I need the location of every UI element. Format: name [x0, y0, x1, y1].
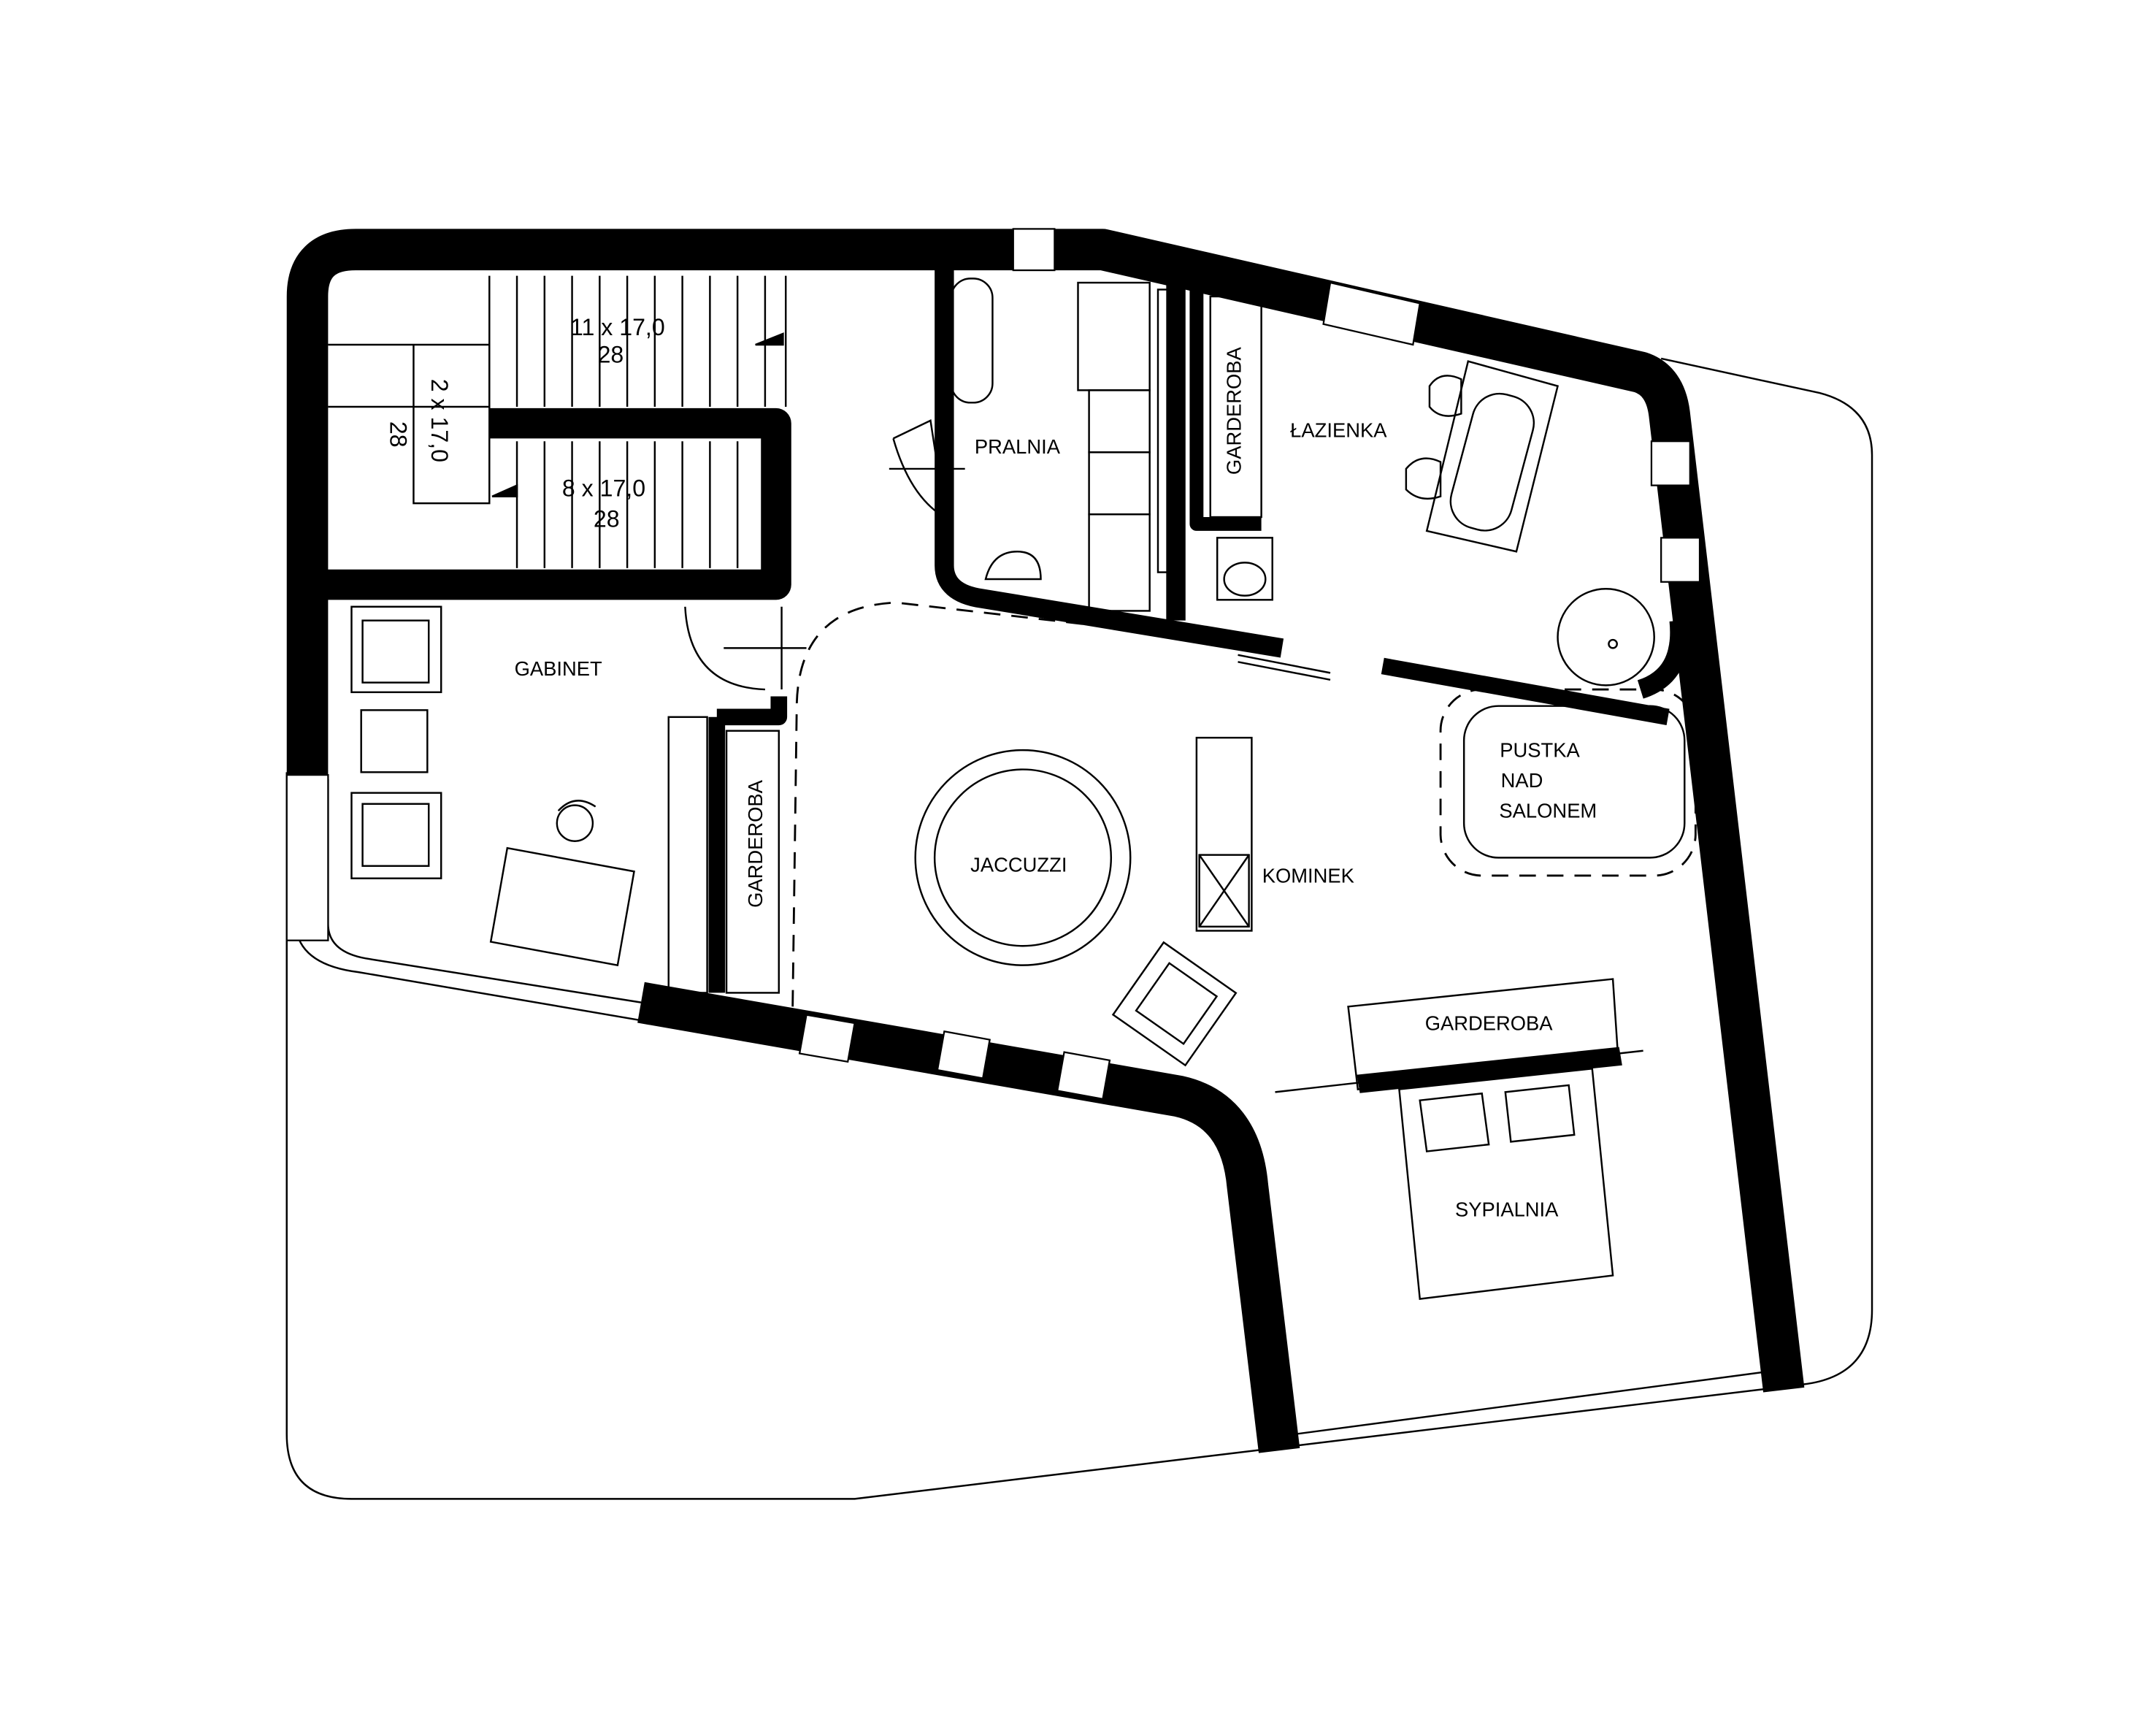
- jacuzzi-outer: [914, 749, 1132, 966]
- terrace-outline: [285, 357, 1873, 1500]
- study-furniture: [350, 605, 780, 994]
- stair-lower-tread: 28: [594, 505, 620, 532]
- bath-corner-wall: [1637, 619, 1689, 699]
- stair-landing-tread: 28: [385, 421, 411, 448]
- fireplace: [1195, 736, 1253, 932]
- south-wall: [637, 982, 1300, 1453]
- laundry-furniture: [950, 278, 1273, 612]
- stair-upper-count: 11 x 17,0: [570, 314, 665, 340]
- jacuzzi-zone-outline: [791, 601, 1235, 1007]
- terrace-inner-line: [327, 779, 642, 1003]
- stair-lower-count: 8 x 17,0: [562, 475, 645, 502]
- bathroom-fixtures: [1405, 360, 1655, 686]
- room-label-gabinet: GABINET: [515, 657, 602, 680]
- stair-treads: [328, 275, 787, 568]
- windows: [285, 228, 1701, 1101]
- room-label-jaccuzzi: JACCUZZI: [970, 853, 1067, 876]
- room-label-pustka-2: NAD: [1501, 769, 1543, 792]
- room-label-sypialnia: SYPIALNIA: [1455, 1198, 1559, 1220]
- room-label-garderoba-left: GARDEROBA: [744, 779, 767, 908]
- terrace-bottom-line: [1295, 1371, 1765, 1435]
- closet-wall-2: [1189, 289, 1262, 531]
- stair-upper-tread: 28: [598, 342, 624, 368]
- jacuzzi-inner: [933, 768, 1113, 947]
- outer-wall: [286, 229, 1805, 1393]
- sliding-door: [1238, 654, 1331, 681]
- room-label-lazienka: ŁAZIENKA: [1290, 419, 1387, 442]
- room-label-pralnia: PRALNIA: [975, 435, 1061, 458]
- armchair: [1111, 941, 1238, 1067]
- laundry-door: [889, 419, 965, 519]
- room-label-kominek: KOMINEK: [1262, 864, 1354, 887]
- terrace-inner-line-2: [295, 779, 642, 1022]
- room-label-pustka-3: SALONEM: [1499, 800, 1597, 822]
- stair-wall: [307, 408, 791, 600]
- room-label-garderoba-bedroom: GARDEROBA: [1425, 1011, 1554, 1034]
- laundry-wall: [935, 269, 1284, 658]
- study-door: [684, 606, 807, 691]
- stair-landing-count: 2 x 17,0: [426, 379, 453, 462]
- bedroom-furniture: [1275, 978, 1643, 1300]
- void-outline: [1439, 688, 1697, 877]
- study-wall: [708, 696, 788, 993]
- room-label-garderoba-top: GARDEROBA: [1222, 346, 1245, 475]
- bath-wall: [1381, 657, 1670, 725]
- room-label-pustka-1: PUSTKA: [1500, 739, 1580, 762]
- void-shape: [1462, 705, 1686, 859]
